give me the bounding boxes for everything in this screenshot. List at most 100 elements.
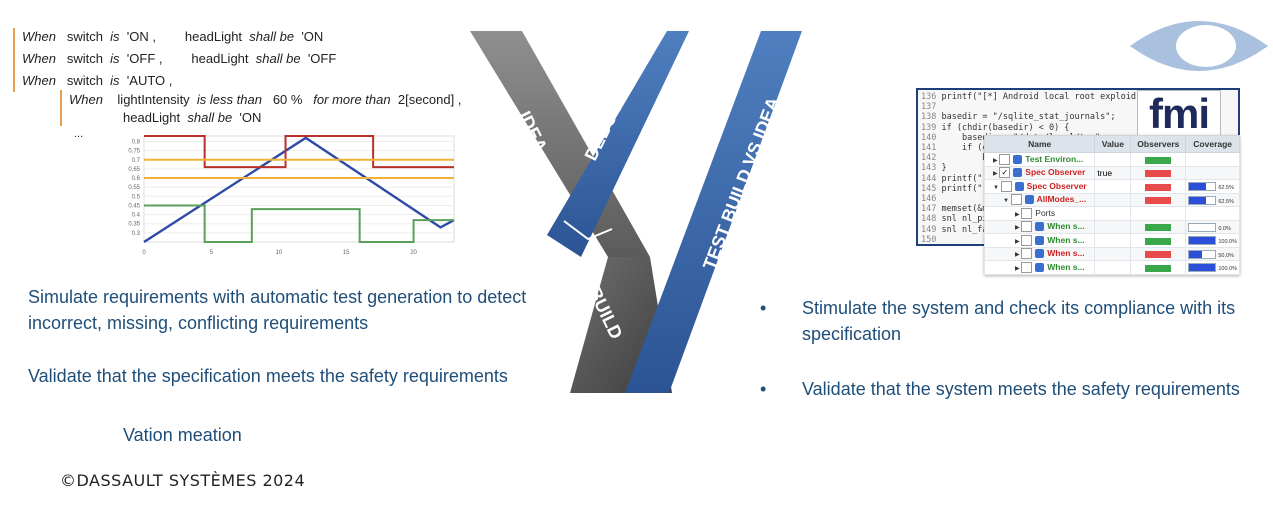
chart-y-tick: 0.3	[132, 231, 141, 237]
observer-name: AllModes_...	[1036, 194, 1087, 205]
expand-arrow-icon[interactable]: ▶	[1015, 225, 1022, 232]
coverage-bar	[1188, 195, 1217, 205]
observer-row[interactable]: ▶ Test Environ...	[983, 152, 1240, 167]
col-value[interactable]: Value	[1094, 135, 1132, 153]
expand-arrow-icon[interactable]: ▶	[1015, 252, 1022, 259]
coverage-bar	[1188, 249, 1217, 259]
list-icon	[1014, 181, 1024, 191]
row-checkbox[interactable]	[1021, 207, 1033, 219]
fmi-logo: fmi	[1137, 90, 1221, 138]
code-line: 143 }	[921, 163, 947, 174]
chart-y-tick: 0.45	[128, 203, 140, 209]
expand-arrow-icon[interactable]: ▶	[1015, 238, 1022, 245]
row-checkbox[interactable]	[1021, 261, 1033, 273]
expand-arrow-icon[interactable]: ▶	[1015, 211, 1022, 218]
expand-arrow-icon[interactable]: ▼	[993, 184, 1001, 191]
debug-idea-band	[547, 31, 689, 257]
coverage-bar	[1188, 222, 1217, 232]
observer-status-bar	[1145, 156, 1172, 164]
col-observers[interactable]: Observers	[1130, 135, 1187, 153]
observer-name: Spec Observer	[1026, 180, 1087, 191]
row-checkbox[interactable]	[1021, 221, 1033, 233]
row-checkbox[interactable]	[1010, 194, 1022, 206]
observer-row[interactable]: ▶ Ports	[983, 206, 1240, 221]
validate-spec-text: Validate that the specification meets th…	[28, 366, 508, 386]
row-checkbox[interactable]: ✓	[999, 167, 1011, 179]
observer-status-bar	[1145, 264, 1172, 272]
coverage-bar	[1188, 263, 1217, 273]
col-name[interactable]: Name	[983, 135, 1096, 153]
chart-x-tick: 20	[410, 250, 417, 256]
code-line: 145 printf("[	[921, 183, 988, 194]
observer-row[interactable]: ▶ When s...100.0%	[983, 233, 1240, 248]
expand-arrow-icon[interactable]: ▶	[993, 171, 1000, 178]
coverage-percent: 0.0%	[1218, 225, 1231, 232]
chart-y-tick: 0.7	[132, 158, 141, 164]
eye-icon	[1130, 21, 1268, 71]
observer-value	[1094, 246, 1132, 261]
code-line: 147 memset(&m	[921, 204, 988, 215]
expand-arrow-icon[interactable]: ▶	[1015, 265, 1022, 272]
observer-name: Spec Observer	[1025, 167, 1086, 178]
chart-series-0	[143, 136, 455, 244]
row-checkbox[interactable]	[1000, 180, 1012, 192]
coverage-bar	[1188, 182, 1217, 192]
requirement-line-3: When switch is 'AUTO ,	[22, 73, 173, 88]
observer-status-bar	[1145, 197, 1172, 204]
chart-x-tick: 5	[210, 250, 214, 256]
expand-arrow-icon[interactable]: ▶	[993, 157, 1000, 164]
chart-series-4	[144, 204, 454, 243]
chart-x-tick: 15	[343, 250, 350, 256]
observer-value	[1094, 219, 1132, 234]
expand-arrow-icon[interactable]: ▼	[1003, 198, 1011, 205]
requirements-ellipsis: ...	[74, 128, 84, 140]
chart-series-1	[144, 135, 454, 169]
chart-y-tick: 0.5	[132, 194, 141, 200]
simulate-requirements-text: Simulate requirements with automatic tes…	[28, 287, 527, 333]
coverage-percent: 100.0%	[1218, 239, 1237, 246]
eye-icon	[1013, 168, 1023, 178]
col-coverage[interactable]: Coverage	[1185, 135, 1240, 153]
observer-value	[1094, 206, 1132, 221]
block-icon	[1035, 249, 1045, 259]
observer-value	[1094, 152, 1132, 167]
chart-x-tick: 10	[275, 250, 282, 256]
test-band	[625, 31, 802, 393]
vation-meation-text: Vation meation	[123, 425, 242, 445]
row-checkbox[interactable]	[1021, 248, 1033, 260]
bullet-1: •	[760, 298, 767, 318]
observer-value	[1094, 233, 1132, 248]
chart-y-tick: 0.4	[132, 213, 141, 219]
copyright: ©DASSAULT SYSTÈMES 2024	[60, 471, 306, 490]
observer-row[interactable]: ▶ When s...100.0%	[983, 260, 1240, 275]
code-line: 148 snl nl_pi	[921, 214, 988, 225]
code-line: 139 if (chdir(basedir) < 0) {	[921, 122, 1070, 133]
row-checkbox[interactable]	[1021, 234, 1033, 246]
observer-row[interactable]: ▶ When s... 0.0%	[983, 219, 1240, 234]
chart-y-tick: 0.75	[128, 149, 140, 155]
code-line: 141 if (c	[921, 143, 988, 154]
bullet-2: •	[760, 379, 767, 399]
observer-name: When s...	[1047, 248, 1085, 259]
observer-name: When s...	[1047, 221, 1085, 232]
observer-value	[1094, 260, 1132, 275]
block-icon	[1035, 235, 1045, 245]
chart-y-tick: 0.35	[128, 222, 140, 228]
observers-panel: Name Value Observers Coverage ▶ Test Env…	[983, 135, 1240, 275]
observer-row[interactable]: ▶ When s...50.0%	[983, 246, 1240, 261]
row-checkbox[interactable]	[999, 153, 1011, 165]
chart-y-tick: 0.55	[128, 185, 140, 191]
coverage-percent: 100.0%	[1218, 266, 1237, 273]
requirement-line-2: When switch is 'OFF , headLight shall be…	[22, 51, 337, 66]
coverage-percent: 62.5%	[1218, 198, 1234, 205]
observer-row[interactable]: ▼ AllModes_... 62.5%	[983, 192, 1240, 207]
observer-status-bar	[1145, 224, 1172, 231]
observers-table: Name Value Observers Coverage ▶ Test Env…	[983, 135, 1240, 275]
requirement-line-5: headLight shall be 'ON	[123, 110, 262, 125]
requirement-line-4: When lightIntensity is less than 60 % fo…	[69, 92, 462, 107]
block-icon	[1035, 262, 1045, 272]
requirements-sub-bar	[60, 90, 62, 126]
chart-plot-area	[143, 135, 455, 243]
